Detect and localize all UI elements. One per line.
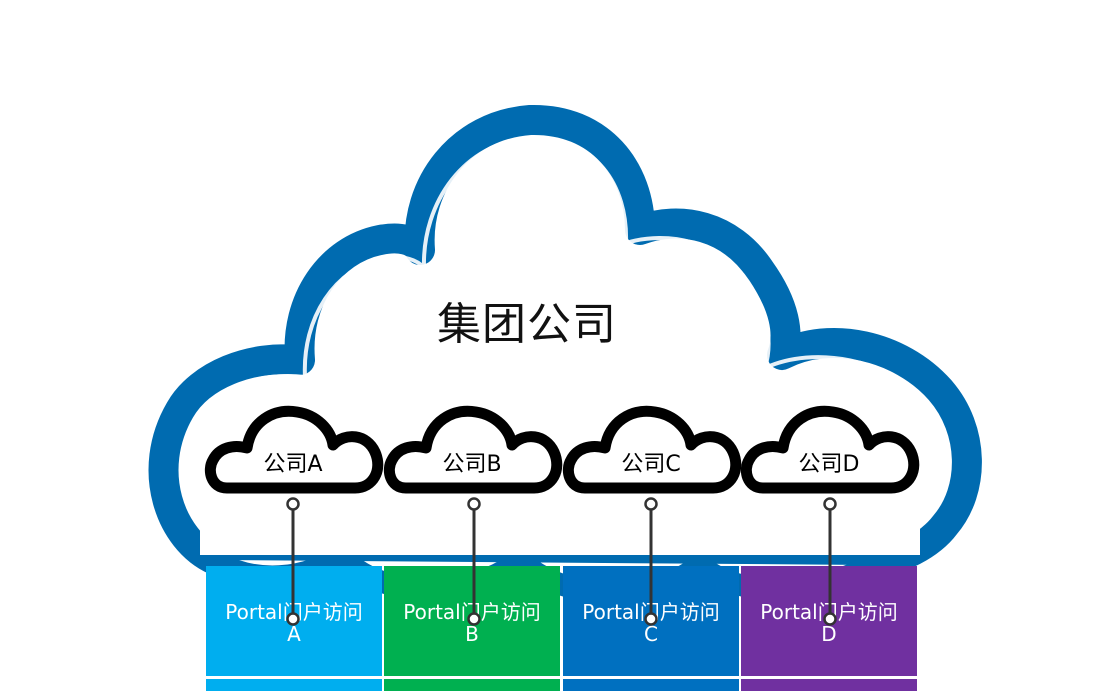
company-clouds bbox=[204, 405, 920, 494]
portal-tile-c-text: Portal门户访问 bbox=[582, 600, 720, 624]
portal-tile-c-strip bbox=[563, 679, 739, 691]
company-c-cloud-outline bbox=[562, 405, 742, 494]
portal-tile-d-letter: D bbox=[821, 622, 837, 646]
company-b-label: 公司B bbox=[442, 452, 502, 477]
portal-tile-c[interactable]: Portal门户访问 C bbox=[563, 566, 739, 676]
portal-tile-a-strip bbox=[206, 679, 382, 691]
portal-tile-d-text: Portal门户访问 bbox=[760, 600, 898, 624]
portal-tile-c-letter: C bbox=[644, 622, 658, 646]
portal-tile-b-strip bbox=[384, 679, 560, 691]
group-cloud-fill-patch bbox=[200, 500, 920, 555]
company-c-cloud-icon bbox=[562, 405, 742, 494]
company-a-label: 公司A bbox=[263, 452, 323, 477]
portal-tile-b-text: Portal门户访问 bbox=[403, 600, 541, 624]
company-b-cloud-icon bbox=[383, 405, 563, 494]
portal-tile-b-letter: B bbox=[465, 622, 479, 646]
portal-tile-d[interactable]: Portal门户访问 D bbox=[741, 566, 917, 676]
company-a-cloud-outline bbox=[204, 405, 384, 494]
portal-tile-a[interactable]: Portal门户访问 A bbox=[206, 566, 382, 676]
portal-tile-d-strip bbox=[741, 679, 917, 691]
company-a-cloud-icon bbox=[204, 405, 384, 494]
portal-tile-b[interactable]: Portal门户访问 B bbox=[384, 566, 560, 676]
company-d-label: 公司D bbox=[798, 452, 860, 477]
company-d-cloud-outline bbox=[740, 405, 920, 494]
portal-tile-a-letter: A bbox=[287, 622, 301, 646]
company-b-cloud-outline bbox=[383, 405, 563, 494]
portal-tile-a-text: Portal门户访问 bbox=[225, 600, 363, 624]
group-title: 集团公司 bbox=[437, 299, 617, 350]
company-d-cloud-icon bbox=[740, 405, 920, 494]
company-c-label: 公司C bbox=[621, 452, 681, 477]
group-cloud-inner-line bbox=[179, 135, 950, 554]
